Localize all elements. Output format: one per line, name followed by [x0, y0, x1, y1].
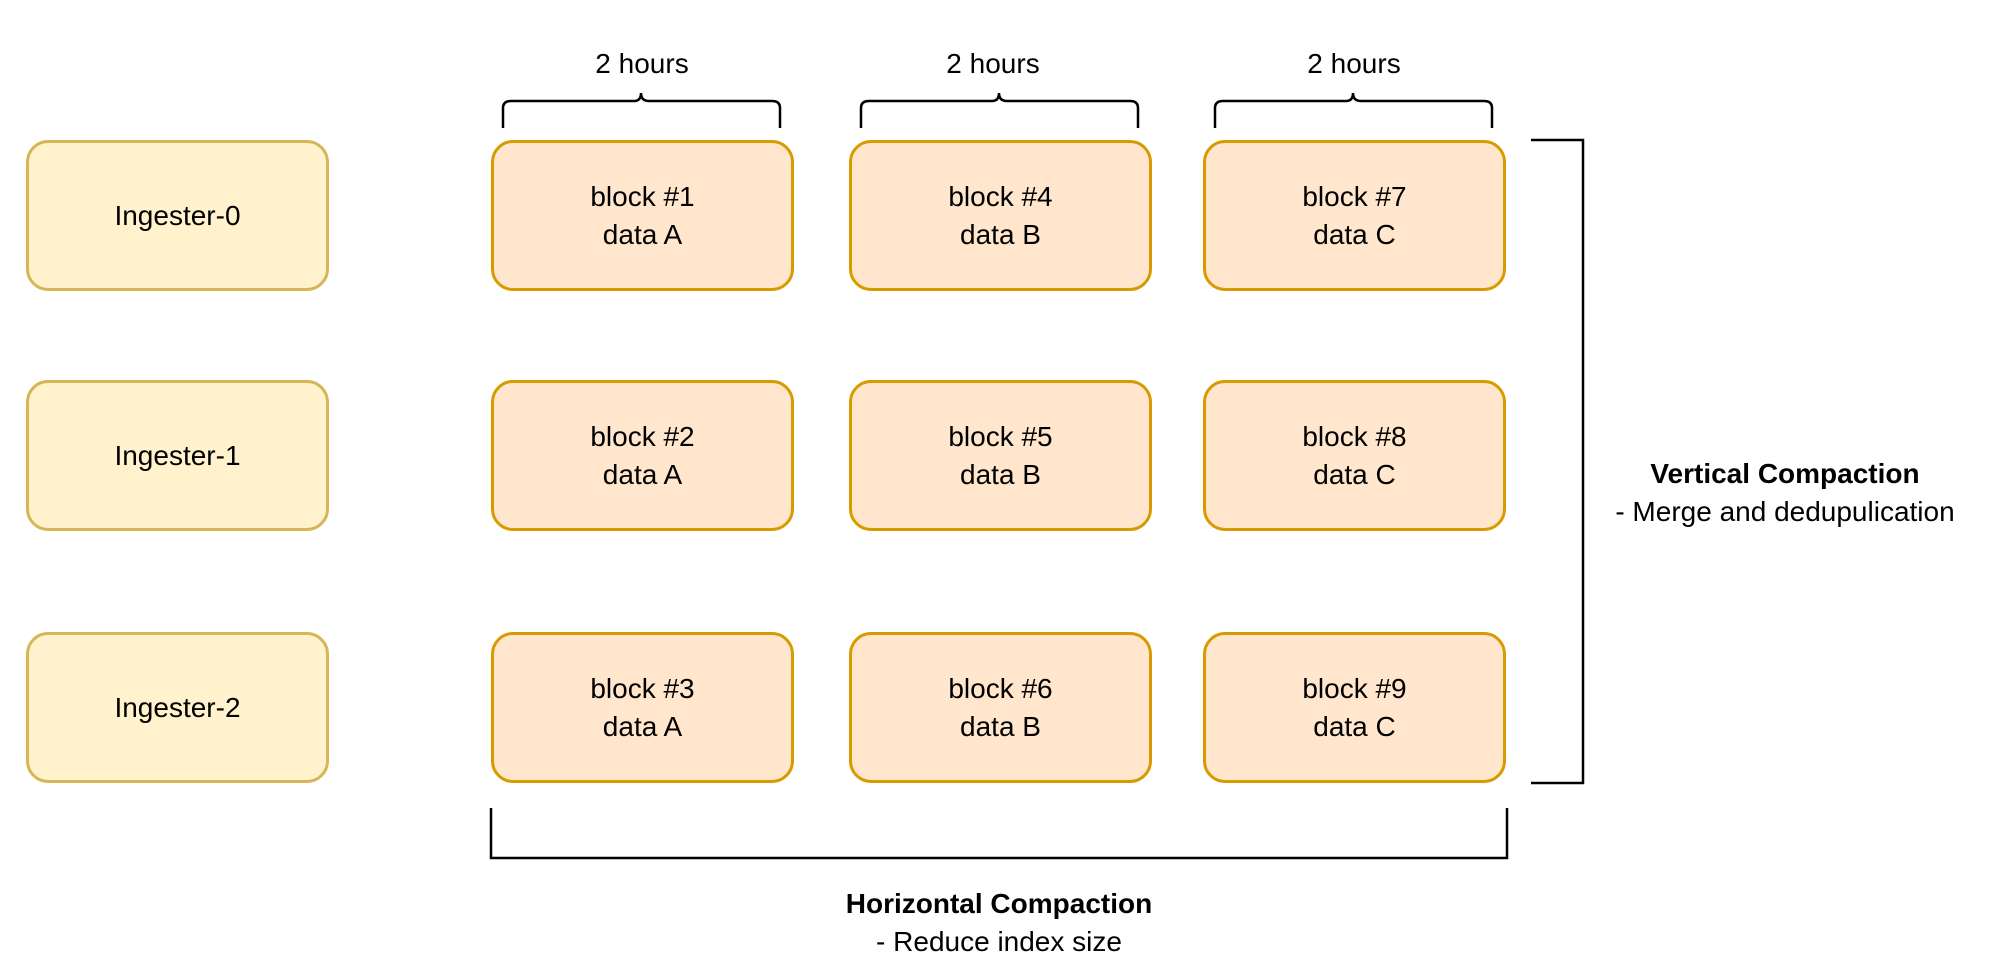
block-data: data C	[1313, 710, 1396, 742]
block-data: data A	[602, 458, 683, 490]
duration-label-1: 2 hours	[595, 48, 689, 79]
block-3: block #3 data A	[491, 632, 794, 783]
block-2: block #2 data A	[491, 380, 794, 531]
block-1: block #1 data A	[491, 140, 794, 291]
ingester-0-box: Ingester-0	[26, 140, 329, 291]
block-id: block #9	[1302, 672, 1407, 704]
block-id: block #8	[1302, 420, 1407, 452]
block-data: data C	[1313, 458, 1396, 490]
block-5: block #5 data B	[849, 380, 1152, 531]
block-data: data B	[960, 710, 1041, 742]
block-id: block #4	[948, 180, 1053, 212]
duration-label-2: 2 hours	[946, 48, 1040, 79]
block-data: data B	[960, 218, 1041, 250]
horizontal-compaction-bracket	[489, 808, 1509, 860]
time-brace-1	[501, 92, 782, 128]
block-4: block #4 data B	[849, 140, 1152, 291]
block-data: data B	[960, 458, 1041, 490]
time-brace-2	[859, 92, 1140, 128]
vertical-compaction-title: Vertical Compaction	[1650, 458, 1920, 489]
block-id: block #5	[948, 420, 1053, 452]
block-data: data A	[602, 218, 683, 250]
vertical-compaction-description: - Merge and dedupulication	[1615, 496, 1955, 527]
block-8: block #8 data C	[1203, 380, 1506, 531]
ingester-2-box: Ingester-2	[26, 632, 329, 783]
block-id: block #7	[1302, 180, 1407, 212]
block-id: block #3	[590, 672, 695, 704]
ingester-label: Ingester-0	[114, 199, 241, 231]
block-id: block #6	[948, 672, 1053, 704]
horizontal-compaction-title: Horizontal Compaction	[845, 888, 1153, 919]
block-id: block #1	[590, 180, 695, 212]
ingester-label: Ingester-2	[114, 691, 241, 723]
time-brace-3	[1213, 92, 1494, 128]
block-6: block #6 data B	[849, 632, 1152, 783]
horizontal-compaction-description: - Reduce index size	[876, 926, 1122, 957]
block-9: block #9 data C	[1203, 632, 1506, 783]
block-data: data C	[1313, 218, 1396, 250]
vertical-compaction-bracket	[1531, 138, 1585, 785]
block-id: block #2	[590, 420, 695, 452]
duration-label-3: 2 hours	[1307, 48, 1401, 79]
block-data: data A	[602, 710, 683, 742]
block-7: block #7 data C	[1203, 140, 1506, 291]
ingester-1-box: Ingester-1	[26, 380, 329, 531]
ingester-label: Ingester-1	[114, 439, 241, 471]
